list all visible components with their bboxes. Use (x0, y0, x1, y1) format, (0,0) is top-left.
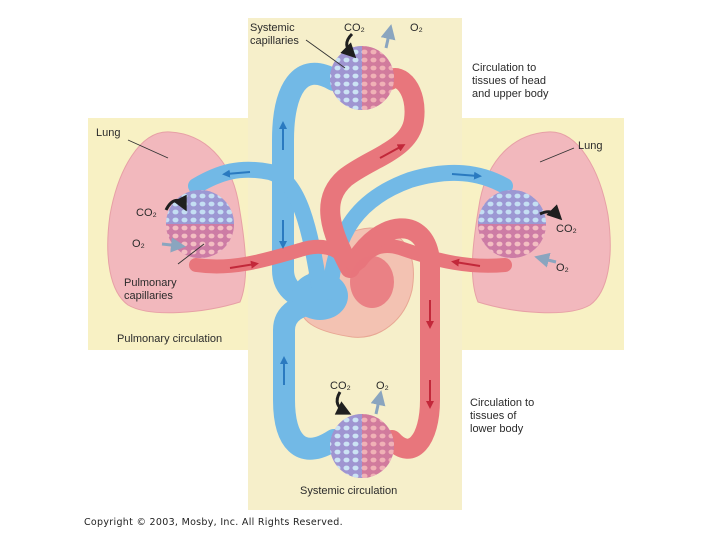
systemic-capillaries-top (330, 46, 394, 110)
label-systemic-capillaries: Systemic capillaries (250, 22, 299, 48)
systemic-capillaries-bottom (330, 414, 394, 478)
label-co2-bottom: CO₂ (330, 380, 351, 393)
label-lung-right: Lung (578, 140, 602, 153)
label-co2-right: CO₂ (556, 223, 577, 236)
label-o2-left: O₂ (132, 238, 145, 251)
label-circulation-lower: Circulation to tissues of lower body (470, 397, 534, 436)
label-co2-top: CO₂ (344, 22, 365, 35)
label-pulmonary-circulation: Pulmonary circulation (117, 333, 222, 346)
label-pulmonary-capillaries: Pulmonary capillaries (124, 277, 177, 303)
label-lung-left: Lung (96, 127, 120, 140)
label-o2-top: O₂ (410, 22, 423, 35)
o2-arrow-left (162, 244, 180, 246)
label-o2-right: O₂ (556, 262, 569, 275)
left-heart-chamber (350, 256, 394, 308)
label-o2-bottom: O₂ (376, 380, 389, 393)
copyright-notice: Copyright © 2003, Mosby, Inc. All Rights… (84, 517, 343, 528)
pulmonary-capillaries-right (478, 190, 546, 258)
label-systemic-circulation: Systemic circulation (300, 485, 397, 498)
label-circulation-head: Circulation to tissues of head and upper… (472, 62, 548, 101)
label-co2-left: CO₂ (136, 207, 157, 220)
